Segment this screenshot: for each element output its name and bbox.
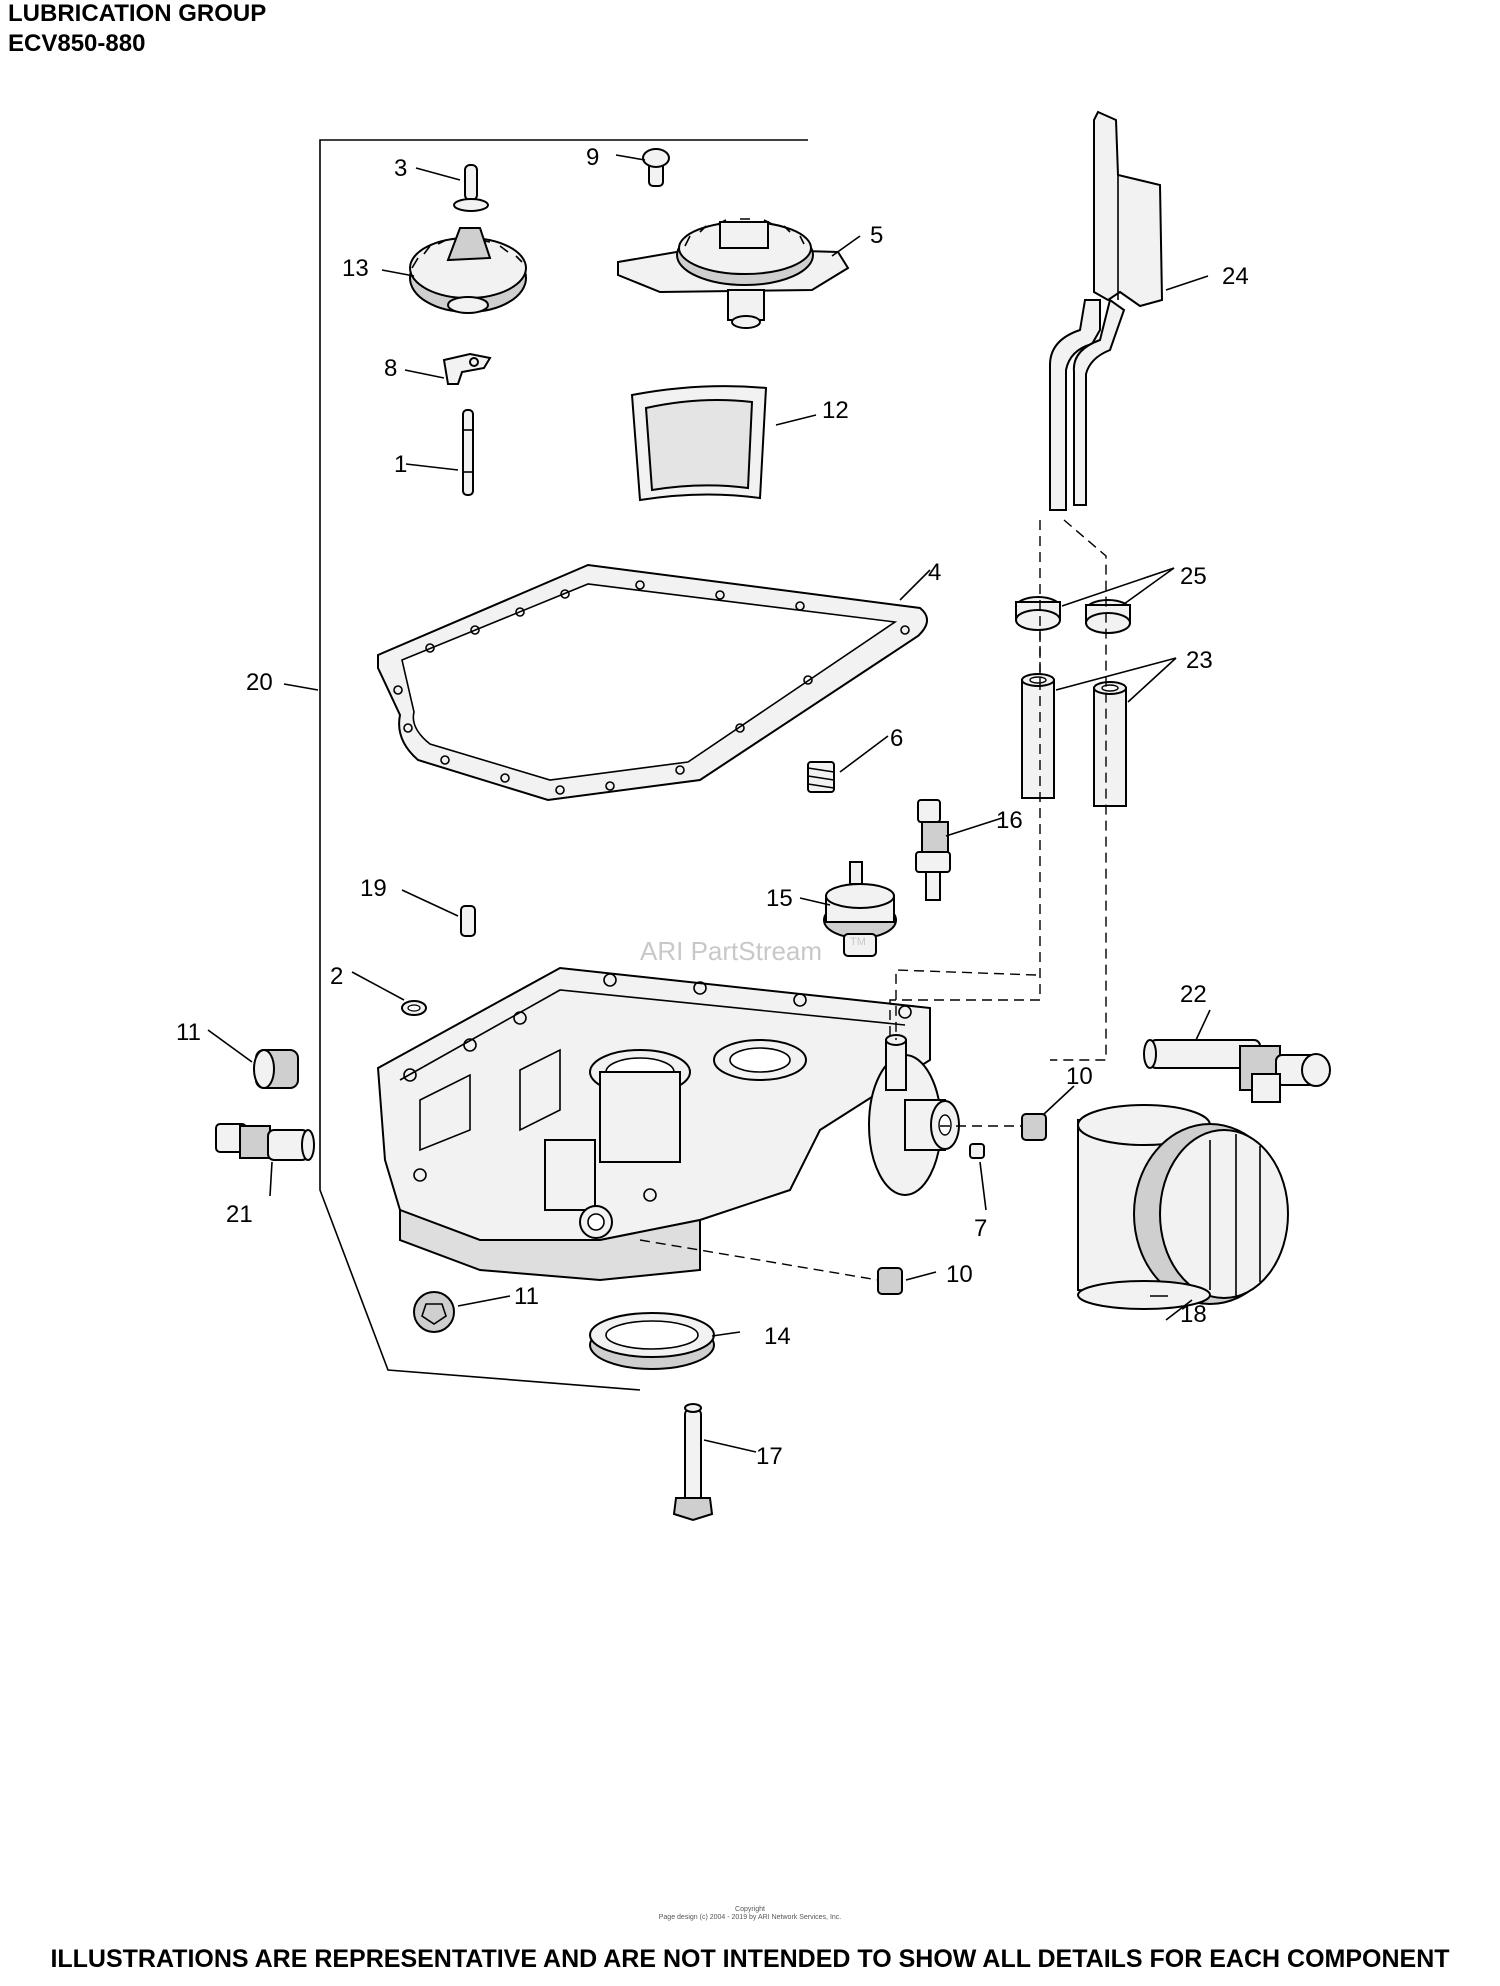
copyright-label: Copyright (735, 1906, 765, 1913)
callout-19: 19 (360, 875, 387, 902)
part-17-bolt[interactable] (672, 1403, 714, 1522)
callout-1: 1 (394, 451, 407, 478)
callout-20: 20 (246, 669, 273, 696)
copyright-notice: Copyright Page design (c) 2004 - 2019 by… (0, 1906, 1500, 1922)
part-7-small-plug[interactable] (969, 1143, 985, 1159)
group-bracket-20 (319, 139, 808, 1391)
callout-23: 23 (1186, 647, 1213, 674)
callout-8: 8 (384, 355, 397, 382)
callout-3: 3 (394, 155, 407, 182)
callout-22: 22 (1180, 981, 1207, 1008)
part-25-clamp-right[interactable] (1085, 599, 1131, 634)
part-4-gasket[interactable] (377, 563, 928, 802)
part-24-pickup-tube[interactable] (1049, 110, 1164, 511)
part-22-adapter-tube[interactable] (1143, 1039, 1331, 1103)
part-25-clamp-left[interactable] (1015, 596, 1061, 631)
callout-9: 9 (586, 144, 599, 171)
callout-18: 18 (1180, 1301, 1207, 1328)
watermark-tm: TM (850, 936, 866, 948)
watermark: ARI PartStream (640, 936, 822, 966)
callout-17: 17 (756, 1443, 783, 1470)
part-10-plug-lower[interactable] (877, 1267, 903, 1295)
callout-6: 6 (890, 725, 903, 752)
part-8-clip[interactable] (442, 352, 492, 385)
callout-10-right: 10 (1066, 1063, 1093, 1090)
callout-10-lower: 10 (946, 1261, 973, 1288)
part-6-spring[interactable] (807, 761, 835, 793)
diagram-title: LUBRICATION GROUP (8, 0, 267, 27)
callout-21: 21 (226, 1201, 253, 1228)
part-23-hose-right[interactable] (1093, 681, 1127, 807)
callout-16: 16 (996, 807, 1023, 834)
callout-13: 13 (342, 255, 369, 282)
callout-2: 2 (330, 963, 343, 990)
callout-15: 15 (766, 885, 793, 912)
callout-24: 24 (1222, 263, 1249, 290)
part-19-dowel-pin[interactable] (460, 905, 476, 937)
closure-plate-casting (376, 966, 960, 1282)
callout-numbers: 3 9 5 13 8 1 12 4 20 6 16 15 19 2 11 21 … (176, 144, 1249, 1470)
callout-11-upper: 11 (176, 1019, 201, 1046)
callout-7: 7 (974, 1215, 987, 1242)
part-14-oil-seal[interactable] (589, 1312, 715, 1370)
part-3-pin[interactable] (453, 164, 489, 212)
part-12-screen[interactable] (630, 385, 768, 502)
callout-14: 14 (764, 1323, 791, 1350)
callout-12: 12 (822, 397, 849, 424)
part-11-plug-upper[interactable] (253, 1049, 299, 1089)
part-15-pressure-switch[interactable] (823, 861, 897, 957)
part-18-oil-filter[interactable] (1077, 1104, 1289, 1310)
part-21-fitting[interactable] (215, 1123, 315, 1161)
model-number: ECV850-880 (8, 30, 146, 57)
callout-4: 4 (928, 559, 941, 586)
part-10-plug-right[interactable] (1021, 1113, 1047, 1141)
part-16-sensor[interactable] (915, 799, 951, 901)
callout-5: 5 (870, 222, 883, 249)
disclaimer-footer: ILLUSTRATIONS ARE REPRESENTATIVE AND ARE… (50, 1945, 1450, 1973)
leader-lines (207, 154, 1211, 1453)
part-5-oil-pump[interactable] (617, 218, 850, 329)
part-23-hose-left[interactable] (1021, 673, 1055, 799)
part-9-screw[interactable] (642, 148, 670, 187)
copyright-text: Page design (c) 2004 - 2019 by ARI Netwo… (658, 1914, 842, 1921)
part-11-plug-lower[interactable] (413, 1291, 455, 1333)
callout-25: 25 (1180, 563, 1207, 590)
part-2-o-ring[interactable] (401, 1000, 427, 1016)
part-1-shaft[interactable] (462, 409, 474, 496)
callout-11-lower: 11 (514, 1283, 539, 1310)
assembly-dash-lines (639, 519, 1107, 1281)
part-13-gear[interactable] (409, 227, 527, 314)
